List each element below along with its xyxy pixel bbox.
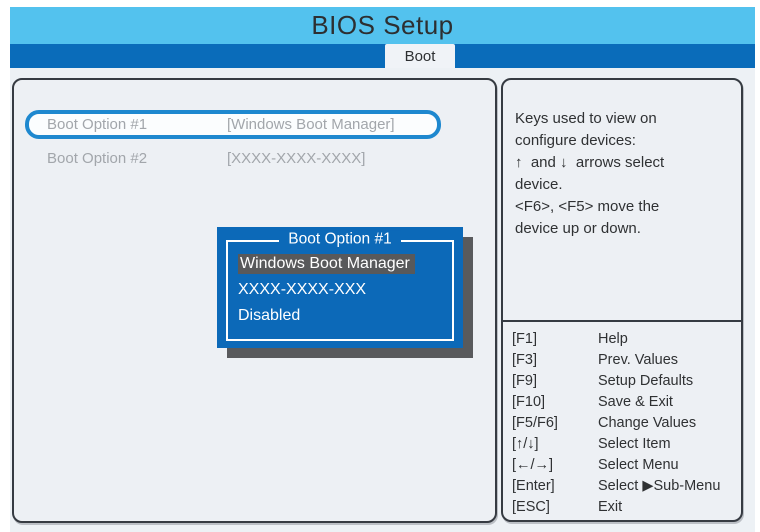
title-bar: BIOS Setup bbox=[10, 7, 755, 44]
popup-options-list: Windows Boot Manager XXXX-XXXX-XXX Disab… bbox=[238, 251, 447, 329]
boot-option-1-label: Boot Option #1 bbox=[47, 116, 148, 133]
boot-option-row-1[interactable]: Boot Option #1 [Windows Boot Manager] bbox=[25, 110, 441, 139]
help-line: configure devices: bbox=[515, 132, 636, 149]
key-legend-row: [F10] Save & Exit bbox=[512, 392, 737, 413]
boot-options-list: Boot Option #1 [Windows Boot Manager] Bo… bbox=[14, 80, 495, 169]
key-name: [Enter] bbox=[512, 478, 555, 494]
content-area: Boot Option #1 [Windows Boot Manager] Bo… bbox=[10, 68, 755, 532]
key-action: Select Item bbox=[598, 436, 671, 452]
key-name: [F1] bbox=[512, 331, 537, 347]
key-legend-row: [↑/↓] Select Item bbox=[512, 434, 737, 455]
key-action: Exit bbox=[598, 499, 623, 515]
key-name: [F10] bbox=[512, 394, 546, 410]
key-name: [F5/F6] bbox=[512, 415, 558, 431]
key-action: Help bbox=[598, 331, 628, 347]
boot-option-popup: Boot Option #1 Windows Boot Manager XXXX… bbox=[217, 227, 463, 348]
boot-option-row-2[interactable]: Boot Option #2 [XXXX-XXXX-XXXX] bbox=[25, 147, 495, 169]
key-name: [F9] bbox=[512, 373, 537, 389]
help-line: <F6>, <F5> move the bbox=[515, 198, 660, 215]
key-name: [F3] bbox=[512, 352, 537, 368]
key-legend-row: [Enter] Select ▶Sub-Menu bbox=[512, 476, 737, 497]
help-line: ↑ and ↓ arrows select bbox=[515, 154, 665, 171]
help-line: device up or down. bbox=[515, 220, 641, 237]
key-name: [↑/↓] bbox=[512, 436, 539, 452]
boot-option-1-value: [Windows Boot Manager] bbox=[227, 116, 395, 133]
help-text: Keys used to view on configure devices: … bbox=[503, 80, 741, 322]
key-legend: [F1] Help [F3] Prev. Values [F9] Setup D… bbox=[503, 322, 741, 520]
key-legend-row: [F1] Help bbox=[512, 329, 737, 350]
tab-boot[interactable]: Boot bbox=[385, 44, 455, 68]
key-legend-row: [F5/F6] Change Values bbox=[512, 413, 737, 434]
boot-option-2-value: [XXXX-XXXX-XXXX] bbox=[227, 149, 366, 167]
key-action: Save & Exit bbox=[598, 394, 673, 410]
key-name: [←/→] bbox=[512, 457, 554, 473]
key-name: [ESC] bbox=[512, 499, 550, 515]
menu-bar: Boot bbox=[10, 44, 755, 68]
key-legend-row: [←/→] Select Menu bbox=[512, 455, 737, 476]
help-line: device. bbox=[515, 176, 563, 193]
page-title: BIOS Setup bbox=[311, 10, 454, 40]
key-action: Select Menu bbox=[598, 457, 679, 473]
key-action: Setup Defaults bbox=[598, 373, 694, 389]
popup-option-xxxx[interactable]: XXXX-XXXX-XXX bbox=[238, 281, 367, 298]
boot-option-2-label: Boot Option #2 bbox=[47, 149, 148, 167]
key-legend-row: [F3] Prev. Values bbox=[512, 350, 737, 371]
help-line: Keys used to view on bbox=[515, 110, 657, 127]
key-action: Change Values bbox=[598, 415, 697, 431]
popup-option-highlight: Windows Boot Manager bbox=[238, 254, 415, 274]
help-panel: Keys used to view on configure devices: … bbox=[501, 78, 743, 522]
key-action: Select ▶Sub-Menu bbox=[598, 478, 721, 494]
key-legend-row: [ESC] Exit bbox=[512, 497, 737, 518]
popup-option-disabled[interactable]: Disabled bbox=[238, 307, 301, 324]
key-action: Prev. Values bbox=[598, 352, 679, 368]
popup-option-windows-boot-manager[interactable]: Windows Boot Manager bbox=[238, 251, 447, 277]
boot-options-panel: Boot Option #1 [Windows Boot Manager] Bo… bbox=[12, 78, 497, 523]
key-legend-row: [F9] Setup Defaults bbox=[512, 371, 737, 392]
